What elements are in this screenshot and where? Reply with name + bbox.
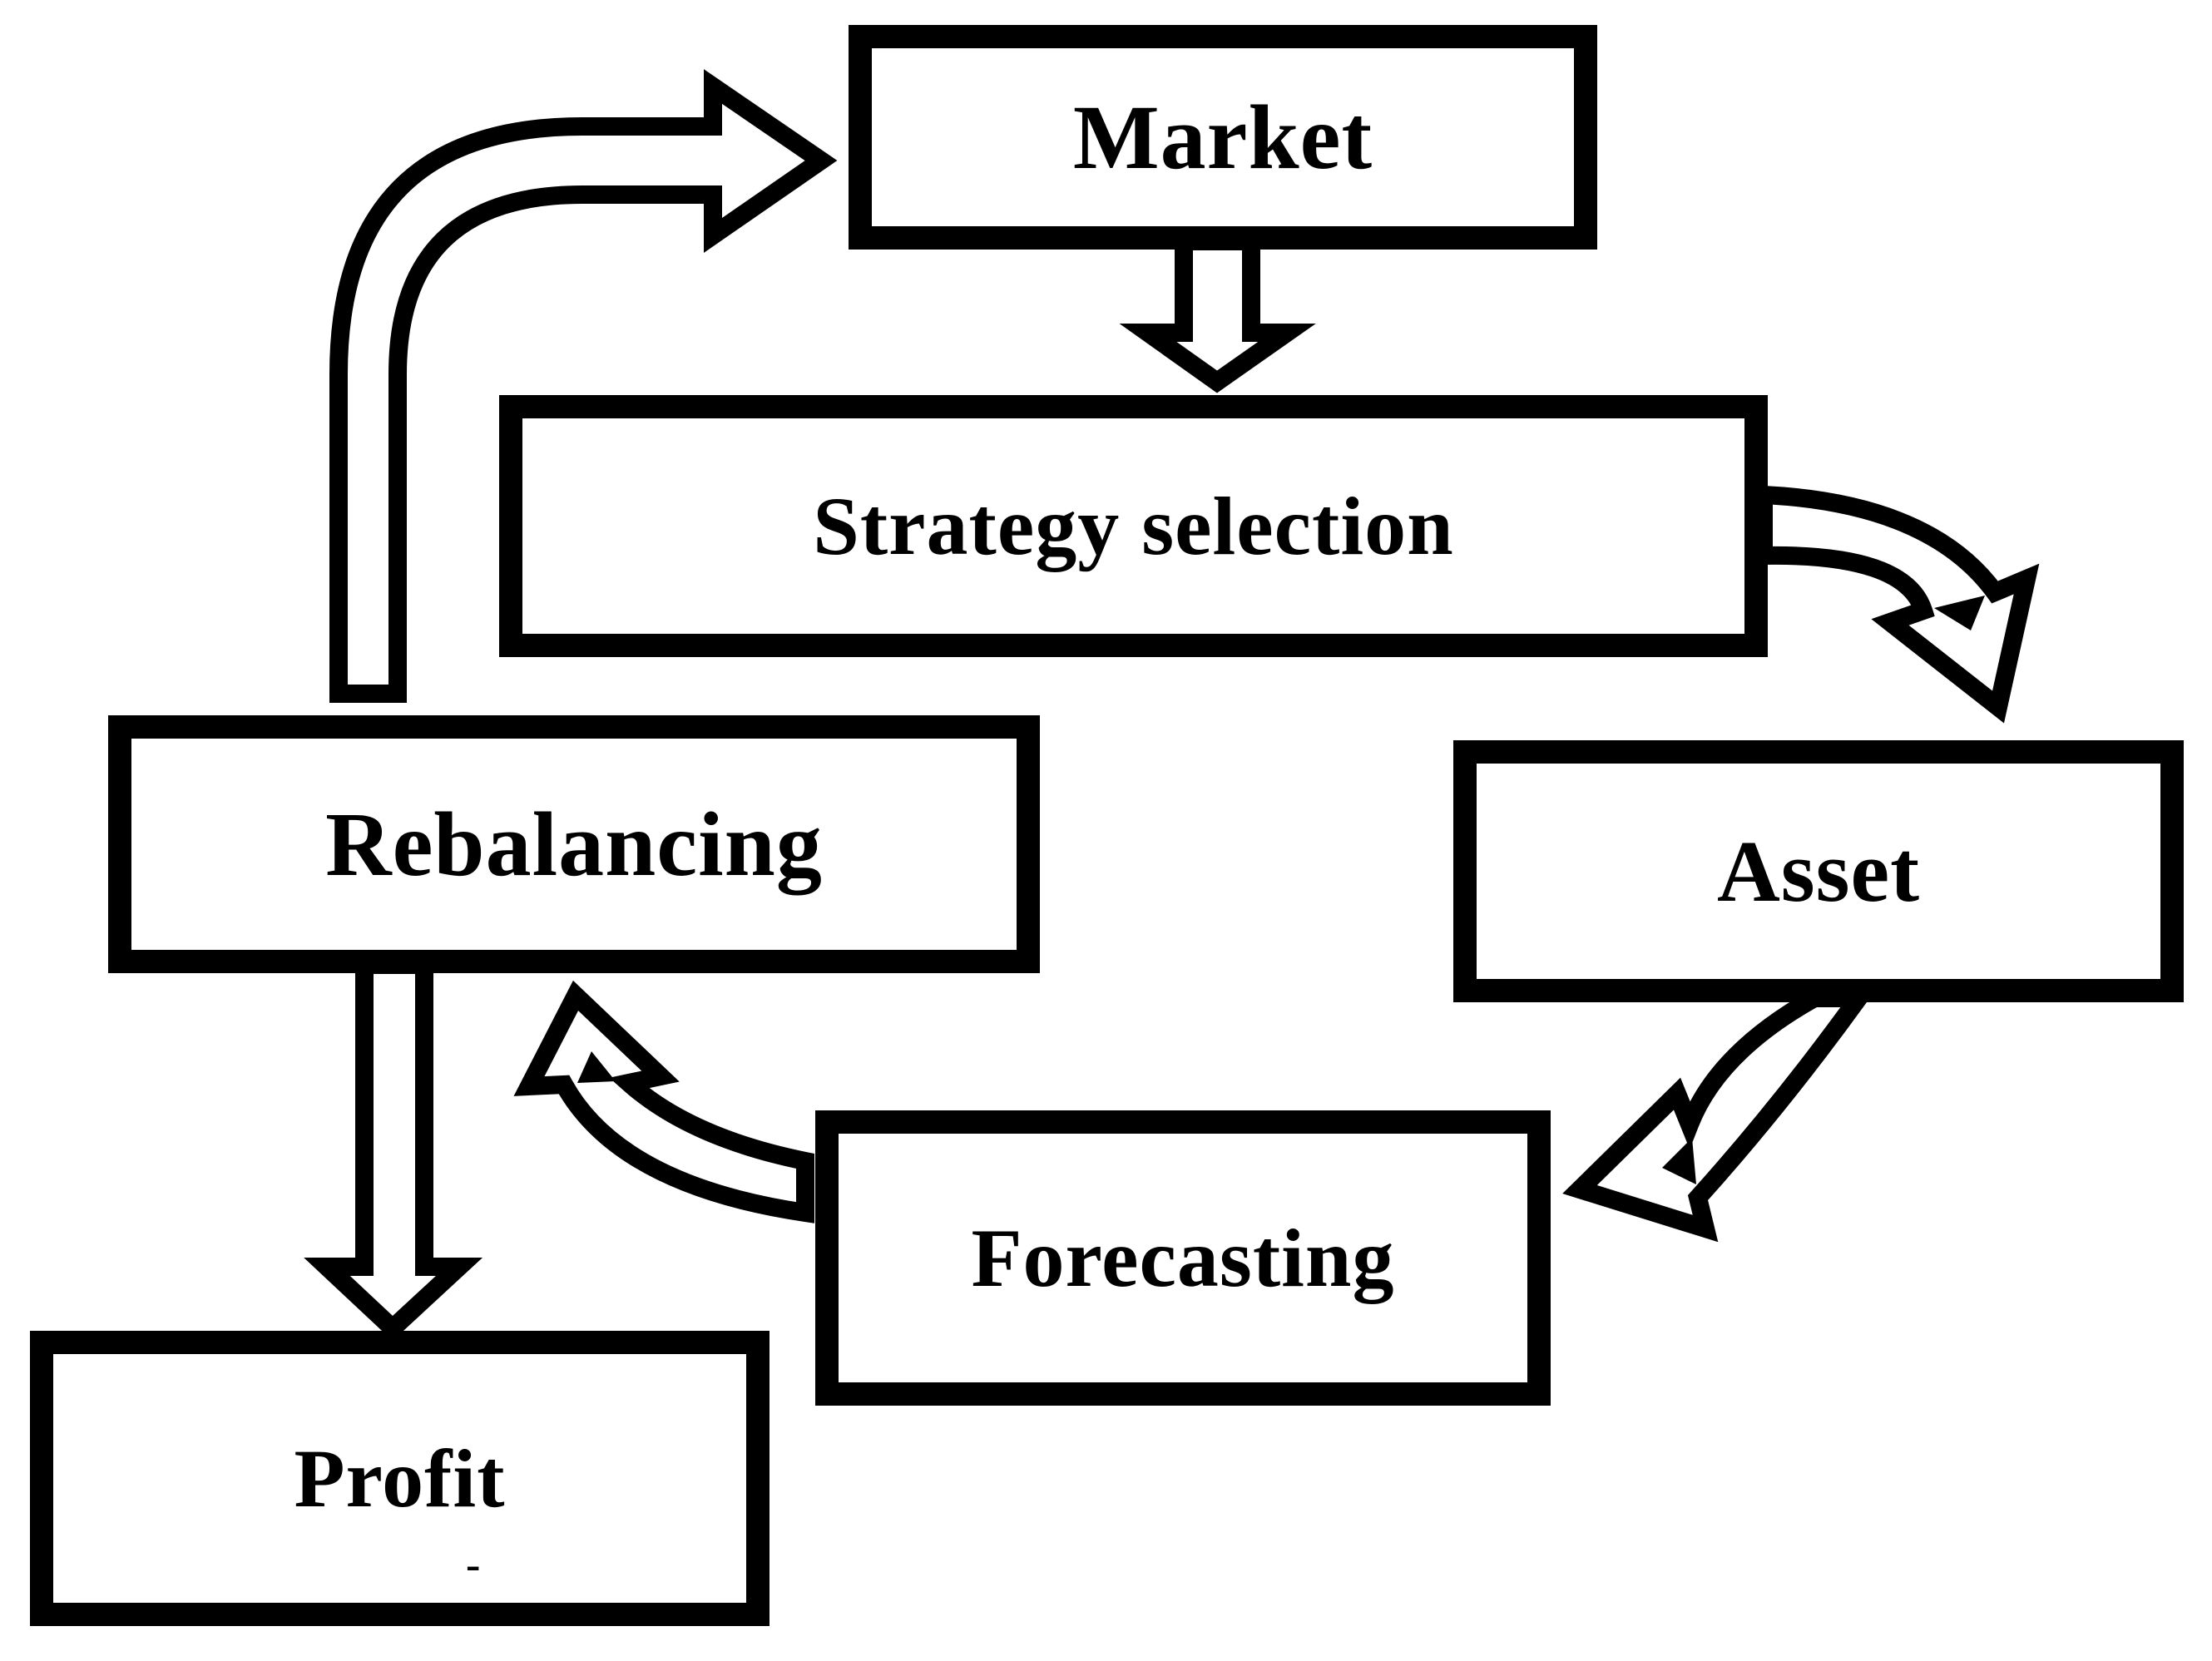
arrow-asset-to-forecasting-notch <box>1662 1138 1696 1184</box>
arrow-forecasting-to-rebalancing <box>513 980 814 1224</box>
box-asset: Asset <box>1453 740 2184 1002</box>
box-rebalancing: Rebalancing <box>108 715 1040 973</box>
box-strategy-selection-label: Strategy selection <box>813 480 1454 572</box>
arrow-strategy-to-asset-notch <box>1934 596 1985 630</box>
arrow-rebalancing-to-profit <box>304 956 483 1342</box>
box-profit: Profit <box>30 1331 769 1626</box>
arrow-rebalancing-to-market <box>329 69 838 703</box>
arrow-market-to-strategy <box>1119 232 1316 393</box>
arrow-forecasting-to-rebalancing-notch <box>577 1051 616 1083</box>
box-forecasting: Forecasting <box>815 1110 1551 1406</box>
profit-note-dash: - <box>466 1541 481 1589</box>
box-market: Market <box>849 25 1597 250</box>
box-rebalancing-label: Rebalancing <box>325 793 823 895</box>
arrow-strategy-to-asset <box>1754 485 2040 724</box>
arrow-asset-to-forecasting <box>1562 989 1877 1243</box>
box-asset-label: Asset <box>1716 823 1921 920</box>
box-market-label: Market <box>1072 86 1373 188</box>
box-profit-label: Profit <box>294 1432 506 1525</box>
box-strategy-selection: Strategy selection <box>499 395 1768 657</box>
box-forecasting-label: Forecasting <box>971 1212 1395 1304</box>
